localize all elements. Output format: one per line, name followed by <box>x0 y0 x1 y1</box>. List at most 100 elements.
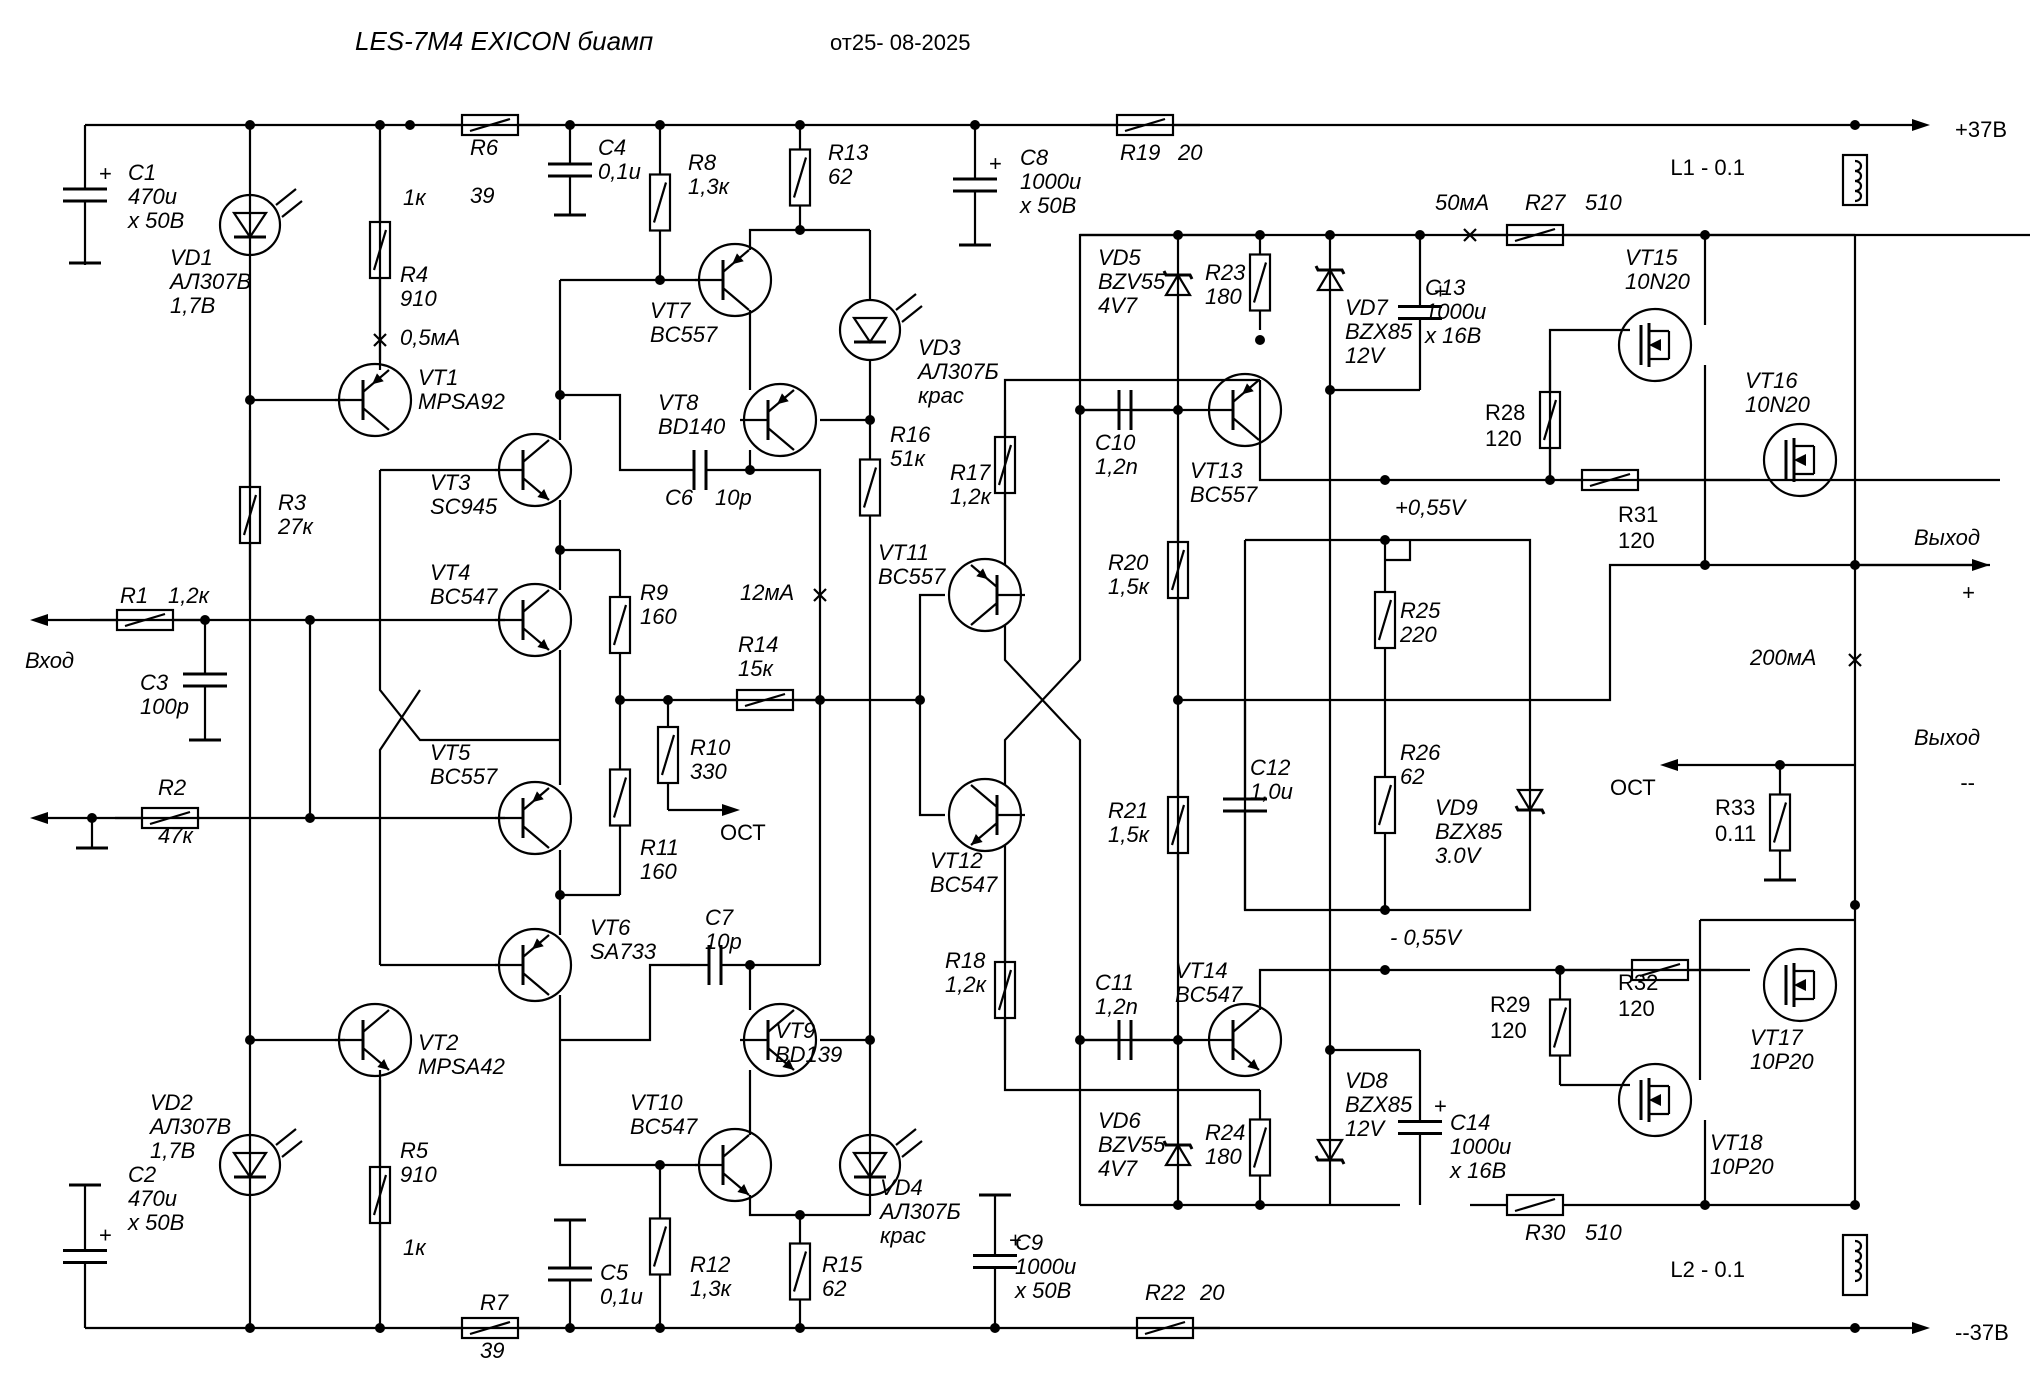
light-ray <box>895 293 917 311</box>
label-C1-line-0: C1 <box>128 160 156 185</box>
label-VT14-line-1: BC547 <box>1175 982 1243 1007</box>
resistor-R3 <box>238 430 262 600</box>
resistor-R4 <box>368 140 392 360</box>
led-VD3 <box>838 293 923 362</box>
label-C2-line-2: x 50В <box>127 1210 184 1235</box>
label-VT2-line-1: MPSA42 <box>418 1054 505 1079</box>
inductor-body <box>1841 153 1869 207</box>
upper-lead <box>362 1009 390 1033</box>
label-VD8-line-0: VD8 <box>1345 1068 1389 1093</box>
resistor-R9 <box>608 550 632 700</box>
lower-lead <box>722 287 750 311</box>
slash <box>1144 1320 1186 1336</box>
label-R22-1: 20 <box>1199 1280 1225 1305</box>
wire <box>1385 540 1412 562</box>
output-plus-label: Выход <box>1914 525 1980 550</box>
label-VT10-line-0: VT10 <box>630 1090 683 1115</box>
current-test-point <box>813 588 827 602</box>
wire <box>750 468 822 965</box>
plus-sign: + <box>1009 1228 1022 1253</box>
label-R32-line-1: 120 <box>1618 996 1655 1021</box>
slash <box>1124 117 1166 133</box>
label-R20-line-0: R20 <box>1108 550 1149 575</box>
label-VD4-line-2: крас <box>880 1223 926 1248</box>
slash <box>372 1174 388 1216</box>
label-VT1-line-0: VT1 <box>418 365 458 390</box>
wire <box>1548 328 1630 360</box>
wire <box>918 593 945 700</box>
junction-dot <box>865 1035 875 1045</box>
zener-VD7 <box>1314 265 1346 292</box>
label-R29-line-1: 120 <box>1490 1018 1527 1043</box>
cap-C4 <box>548 125 592 215</box>
junction-dot <box>1380 965 1390 975</box>
led-body <box>218 1133 282 1197</box>
slash <box>1639 962 1681 978</box>
inductor-L2 <box>1841 1233 1869 1297</box>
voltage-neg: - 0,55V <box>1390 925 1463 950</box>
mosfet-VT16 <box>1762 422 1838 498</box>
body-arrow <box>1649 339 1661 351</box>
label-VT15-line-1: 10N20 <box>1625 269 1691 294</box>
label-R30-0: R30 <box>1525 1220 1566 1245</box>
cap-C13: + <box>1398 235 1447 390</box>
label-trim-bot: 1к <box>403 1235 427 1260</box>
emitter-arrow <box>737 1184 749 1195</box>
arrow-head <box>1912 1322 1930 1334</box>
current-i2: 12мА <box>740 580 794 605</box>
label-C9-line-2: x 50В <box>1014 1278 1071 1303</box>
slash <box>997 969 1013 1011</box>
resistor-R21 <box>1166 780 1190 870</box>
label-R13-line-0: R13 <box>828 140 869 165</box>
label-R1-0: R1 <box>120 583 148 608</box>
label-C7-line-0: C7 <box>705 905 734 930</box>
emitter-arrow <box>537 639 549 650</box>
light-ray <box>901 305 923 323</box>
label-C12-line-0: C12 <box>1250 755 1290 780</box>
label-VD6-line-2: 4V7 <box>1098 1156 1138 1181</box>
resistor-R7 <box>440 1316 540 1340</box>
emitter-arrow <box>732 253 744 265</box>
slash <box>1542 399 1558 441</box>
resistor-R26 <box>1373 700 1397 910</box>
cap-C14: + <box>1398 1050 1447 1205</box>
label-VD7-line-0: VD7 <box>1345 295 1389 320</box>
resistor-R2 <box>115 806 225 830</box>
label-VT15-line-0: VT15 <box>1625 245 1678 270</box>
schematic-title: LES-7M4 EXICON биамп <box>355 26 653 56</box>
upper-lead <box>767 1009 795 1033</box>
lower-lead <box>970 602 998 626</box>
slash <box>242 494 258 536</box>
slash <box>862 467 878 508</box>
wire <box>1178 563 1705 702</box>
label-VT9-line-0: VT9 <box>775 1018 815 1043</box>
label-R25-line-0: R25 <box>1400 598 1441 623</box>
label-R12-line-0: R12 <box>690 1252 730 1277</box>
inductor-coil <box>1854 159 1863 203</box>
current-i1: 0,5мА <box>400 325 460 350</box>
zener-bar <box>1314 1155 1346 1165</box>
label-R16-line-0: R16 <box>890 422 931 447</box>
lower-lead <box>767 427 795 451</box>
label-VT12-line-1: BC547 <box>930 872 998 897</box>
label-R9-line-1: 160 <box>640 604 677 629</box>
lower-lead <box>362 407 390 431</box>
label-VD2-line-2: 1,7В <box>150 1138 195 1163</box>
transistor-VT13 <box>1205 372 1283 448</box>
emitter-arrow <box>782 1059 794 1070</box>
label-VT11-line-0: VT11 <box>878 540 929 565</box>
slash <box>1377 599 1393 641</box>
label-L1: L1 - 0.1 <box>1670 155 1745 180</box>
label-VT4-line-0: VT4 <box>430 560 470 585</box>
slash <box>124 612 166 628</box>
label-VD2-line-0: VD2 <box>150 1090 193 1115</box>
transistor-VT10 <box>695 1127 773 1203</box>
label-VT4-line-1: BC547 <box>430 584 498 609</box>
plus-sign: + <box>1434 1094 1447 1119</box>
label-C11-line-1: 1,2n <box>1095 994 1138 1019</box>
resistor-R14 <box>710 688 820 712</box>
led-body <box>838 1133 902 1197</box>
cap-C12 <box>1223 700 1267 910</box>
zener-bar <box>1162 270 1194 280</box>
